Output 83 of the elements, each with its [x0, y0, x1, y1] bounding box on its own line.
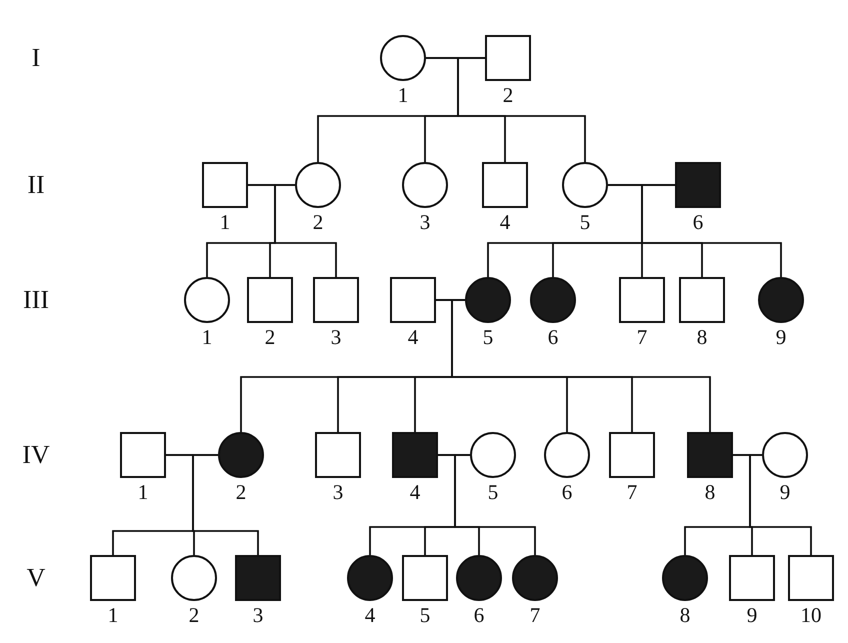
- male-symbol: [247, 277, 293, 323]
- descent-line: [749, 454, 812, 555]
- individual-number: 10: [800, 603, 822, 627]
- descent-line: [274, 184, 337, 277]
- individual-number: 1: [200, 325, 214, 349]
- female-symbol: [544, 432, 590, 478]
- female-symbol: [470, 432, 516, 478]
- generation-label: IV: [21, 440, 51, 470]
- male-symbol: [313, 277, 359, 323]
- individual-number: 2: [188, 603, 200, 627]
- individual-number: 8: [696, 325, 708, 349]
- individual-number: 5: [578, 210, 592, 234]
- male-symbol: [482, 162, 528, 208]
- individual-number: 3: [330, 325, 342, 349]
- female-symbol: [171, 555, 217, 601]
- individual-number: 6: [692, 210, 704, 234]
- individual-number: 6: [546, 325, 560, 349]
- individual-number: 9: [746, 603, 758, 627]
- generation-label: V: [26, 563, 46, 593]
- female-symbol: [402, 162, 448, 208]
- generation-label: II: [26, 170, 46, 200]
- individual-number: 8: [704, 480, 716, 504]
- male-symbol: [609, 432, 655, 478]
- affected-male-symbol: [235, 555, 281, 601]
- male-symbol: [315, 432, 361, 478]
- individual-number: 5: [418, 603, 432, 627]
- individual-number: 4: [406, 325, 420, 349]
- male-symbol: [402, 555, 448, 601]
- affected-female-symbol: [512, 555, 558, 601]
- male-symbol: [788, 555, 834, 601]
- affected-female-symbol: [218, 432, 264, 478]
- individual-number: 3: [332, 480, 344, 504]
- affected-female-symbol: [662, 555, 708, 601]
- affected-male-symbol: [687, 432, 733, 478]
- individual-number: 5: [486, 480, 500, 504]
- female-symbol: [380, 35, 426, 81]
- affected-female-symbol: [758, 277, 804, 323]
- female-symbol: [295, 162, 341, 208]
- affected-female-symbol: [456, 555, 502, 601]
- descent-line: [192, 454, 259, 555]
- descent-line: [641, 184, 782, 277]
- individual-number: 3: [418, 210, 432, 234]
- individual-number: 1: [218, 210, 232, 234]
- male-symbol: [679, 277, 725, 323]
- individual-number: 1: [136, 480, 150, 504]
- individual-number: 6: [472, 603, 486, 627]
- male-symbol: [120, 432, 166, 478]
- individual-number: 2: [312, 210, 324, 234]
- individual-number: 6: [560, 480, 574, 504]
- generation-label: III: [22, 285, 50, 315]
- affected-male-symbol: [675, 162, 721, 208]
- individual-number: 4: [498, 210, 512, 234]
- individual-number: 9: [778, 480, 792, 504]
- male-symbol: [485, 35, 531, 81]
- male-symbol: [729, 555, 775, 601]
- individual-number: 1: [396, 83, 410, 107]
- individual-number: 5: [482, 325, 494, 349]
- individual-number: 4: [408, 480, 422, 504]
- male-symbol: [90, 555, 136, 601]
- individual-number: 2: [234, 480, 248, 504]
- affected-female-symbol: [530, 277, 576, 323]
- individual-number: 7: [626, 480, 638, 504]
- affected-male-symbol: [392, 432, 438, 478]
- individual-number: 7: [636, 325, 648, 349]
- individual-number: 9: [774, 325, 788, 349]
- individual-number: 7: [528, 603, 542, 627]
- generation-label: I: [30, 43, 42, 73]
- female-symbol: [762, 432, 808, 478]
- individual-number: 3: [252, 603, 264, 627]
- female-symbol: [562, 162, 608, 208]
- affected-female-symbol: [465, 277, 511, 323]
- affected-female-symbol: [347, 555, 393, 601]
- male-symbol: [619, 277, 665, 323]
- individual-number: 2: [502, 83, 514, 107]
- individual-number: 4: [364, 603, 376, 627]
- female-symbol: [184, 277, 230, 323]
- descent-line: [454, 454, 536, 555]
- descent-line: [457, 57, 586, 162]
- male-symbol: [390, 277, 436, 323]
- individual-number: 1: [106, 603, 120, 627]
- male-symbol: [202, 162, 248, 208]
- individual-number: 8: [678, 603, 692, 627]
- individual-number: 2: [264, 325, 276, 349]
